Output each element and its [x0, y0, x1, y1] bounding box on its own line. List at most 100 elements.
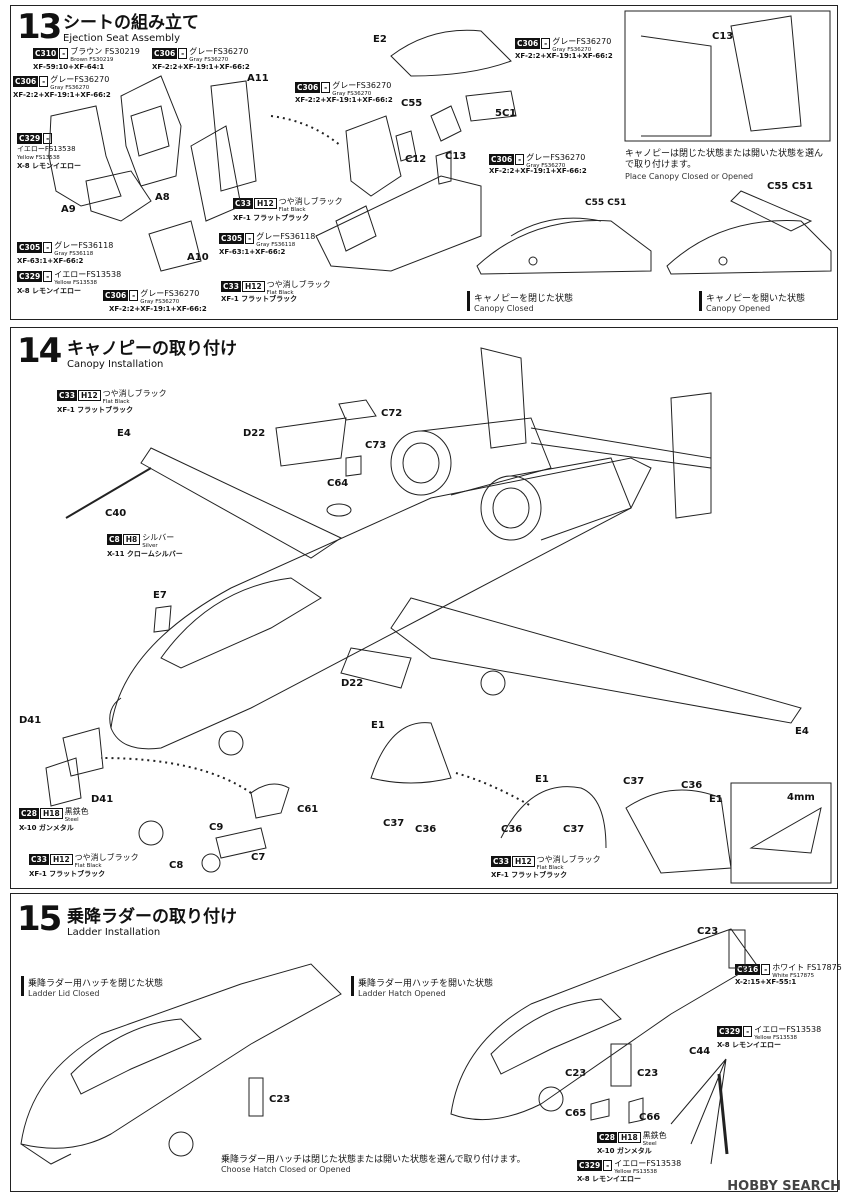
paint-mix: XF-2:2+XF-19:1+XF-66:2 [109, 305, 207, 313]
part-label: C13 [445, 151, 467, 162]
part-label: C23 [565, 1068, 587, 1079]
dimension-label: 4mm [787, 792, 815, 803]
part-label: C72 [381, 408, 403, 419]
part-label: C73 [365, 440, 387, 451]
paint-mix: XF-1 フラットブラック [57, 406, 134, 414]
paint-mix: XF-59:10+XF-64:1 [33, 63, 105, 71]
part-label: A9 [61, 204, 76, 215]
paint-mix: X-8 レモンイエロー [17, 287, 81, 295]
step-title-en: Ejection Seat Assembly [63, 33, 181, 44]
part-label: C40 [105, 508, 127, 519]
part-label: C55 C51 [585, 198, 627, 208]
step-number: 15 [17, 899, 62, 939]
step-15-panel: 15 乗降ラダーの取り付け Ladder Installation 乗降ラダー用… [10, 893, 842, 1192]
part-label: C44 [689, 1046, 711, 1057]
part-label: C8 [169, 860, 184, 871]
paint-mix: XF-63:1+XF-66:2 [17, 257, 84, 265]
canopy-choice-note: キャノピーは閉じた状態または開いた状態を選んで取り付けます。Place Cano… [625, 149, 824, 181]
paint-mix: XF-2:2+XF-19:1+XF-66:2 [13, 91, 111, 99]
paint-mix: XF-1 フラットブラック [491, 871, 568, 879]
ladder-choice-note: 乗降ラダー用ハッチは閉じた状態または開いた状態を選んで取り付けます。Choose… [221, 1155, 526, 1174]
part-label: E1 [709, 794, 723, 805]
step-title-en: Ladder Installation [67, 927, 161, 938]
part-label: E4 [117, 428, 131, 439]
paint-mix: X-2:15+XF-55:1 [735, 978, 797, 986]
seat-assembly-drawing [48, 10, 832, 275]
step-title-jp: シートの組み立て [63, 13, 199, 33]
part-label: C55 [401, 98, 423, 109]
part-label: D22 [341, 678, 364, 689]
part-label: E1 [535, 774, 549, 785]
part-label: E4 [795, 726, 809, 737]
part-label: 5C1 [495, 108, 517, 119]
paint-mix: X-8 レモンイエロー [717, 1041, 781, 1049]
paint-mix: X-8 レモンイエロー [577, 1175, 641, 1183]
step-number: 13 [17, 7, 62, 47]
paint-mix: X-10 ガンメタル [597, 1147, 652, 1155]
part-label: C36 [501, 824, 523, 835]
part-label: C66 [639, 1112, 661, 1123]
watermark: HOBBY SEARCH [727, 1179, 841, 1194]
part-label: C23 [637, 1068, 659, 1079]
part-label: C9 [209, 822, 224, 833]
step-title-jp: キャノピーの取り付け [67, 339, 237, 359]
paint-mix: X-10 ガンメタル [19, 824, 74, 832]
part-label: E1 [371, 720, 385, 731]
paint-mix: XF-2:2+XF-19:1+XF-66:2 [489, 167, 587, 175]
paint-mix: XF-1 フラットブラック [233, 214, 310, 222]
paint-mix: XF-2:2+XF-19:1+XF-66:2 [515, 52, 613, 60]
part-label: A8 [155, 192, 170, 203]
part-label: C13 [712, 31, 734, 42]
part-label: C65 [565, 1108, 587, 1119]
paint-mix: X-11 クロームシルバー [107, 550, 183, 558]
part-label: D22 [243, 428, 266, 439]
part-label: C23 [697, 926, 719, 937]
part-label: A10 [187, 252, 209, 263]
part-label: C7 [251, 852, 266, 863]
part-label: A11 [247, 73, 269, 84]
part-label: C36 [681, 780, 703, 791]
part-label: C23 [269, 1094, 291, 1105]
step-13-panel: 13 シートの組み立て Ejection Seat Assembly C310-… [10, 5, 838, 320]
paint-mix: XF-1 フラットブラック [221, 295, 298, 303]
canopy-installation-drawing [45, 347, 832, 884]
part-label: E2 [373, 34, 387, 45]
step-number: 14 [17, 331, 62, 371]
paint-callout: C329- [17, 133, 53, 144]
part-label: C61 [297, 804, 319, 815]
part-label: D41 [19, 715, 42, 726]
part-label: C36 [415, 824, 437, 835]
part-label: C64 [327, 478, 349, 489]
paint-mix: XF-1 フラットブラック [29, 870, 106, 878]
paint-mix: XF-2:2+XF-19:1+XF-66:2 [152, 63, 250, 71]
part-label: C12 [405, 154, 427, 165]
part-label: E7 [153, 590, 167, 601]
part-label: C37 [383, 818, 405, 829]
part-label: C37 [563, 824, 585, 835]
part-label: C37 [623, 776, 645, 787]
part-label: D41 [91, 794, 114, 805]
